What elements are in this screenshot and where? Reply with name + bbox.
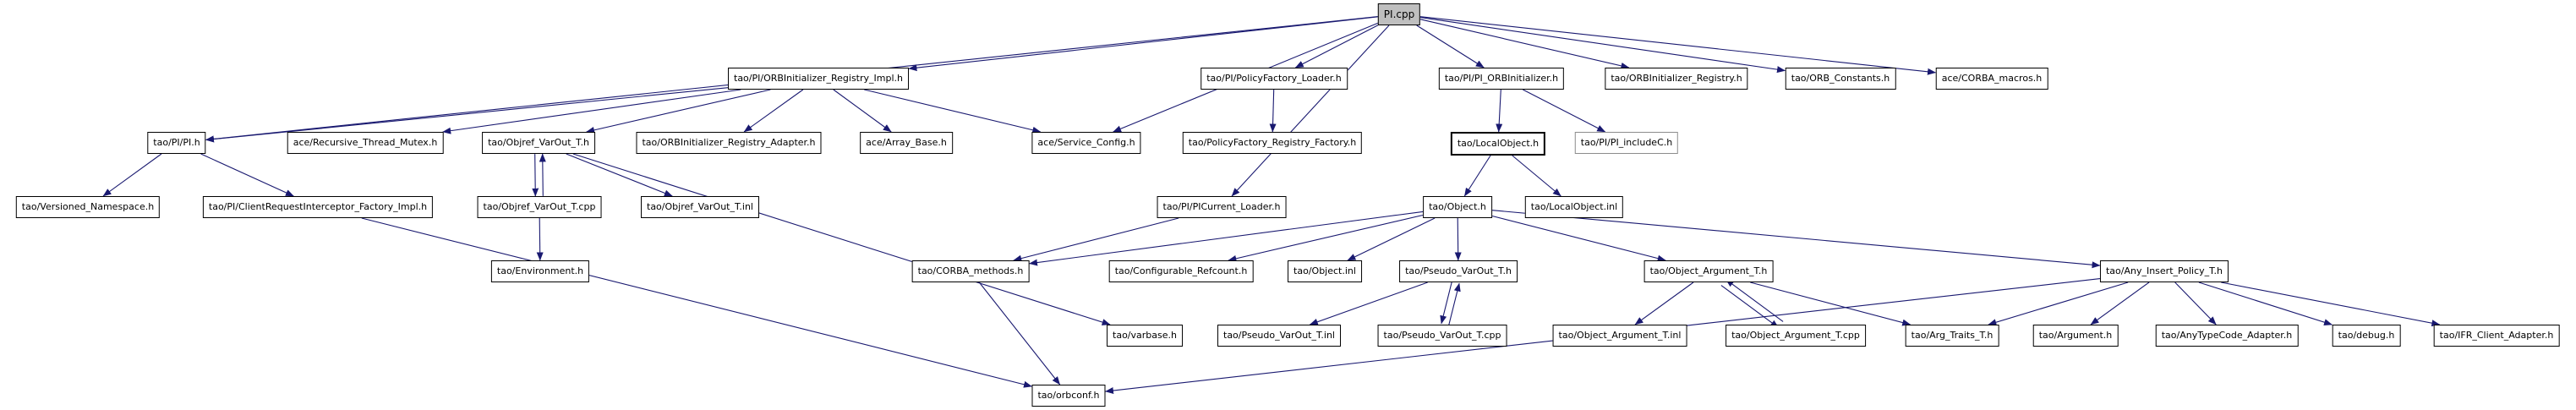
include-edge-object_arg_h-to-object_arg_inl (1634, 282, 1694, 325)
graph-node-orbinit_reg_impl[interactable]: tao/PI/ORBInitializer_Registry_Impl.h (728, 68, 909, 90)
graph-node-pi_orbinitializer[interactable]: tao/PI/PI_ORBInitializer.h (1438, 68, 1565, 90)
graph-node-service_config[interactable]: ace/Service_Config.h (1031, 132, 1141, 154)
graph-node-orb_constants[interactable]: tao/ORB_Constants.h (1785, 68, 1896, 90)
graph-node-object_arg_cpp[interactable]: tao/Object_Argument_T.cpp (1726, 325, 1866, 347)
include-edge-corba_methods-to-orbconf (978, 282, 1061, 385)
graph-node-arg_traits[interactable]: tao/Arg_Traits_T.h (1905, 325, 1999, 347)
include-edge-object_h-to-object_arg_h (1491, 215, 1666, 262)
include-edge-localobject_h-to-object_h (1463, 155, 1491, 197)
graph-node-array_base[interactable]: ace/Array_Base.h (860, 132, 953, 154)
graph-node-object_arg_h[interactable]: tao/Object_Argument_T.h (1643, 260, 1774, 282)
include-edge-any_insert-to-argument (2090, 282, 2150, 325)
graph-node-environment[interactable]: tao/Environment.h (490, 260, 590, 282)
include-edge-orbinit_reg_impl-to-service_config (864, 89, 1042, 134)
graph-node-argument[interactable]: tao/Argument.h (2032, 325, 2119, 347)
include-edge-object_h-to-corba_methods (1029, 210, 1424, 266)
graph-node-pseudo_cpp[interactable]: tao/Pseudo_VarOut_T.cpp (1377, 325, 1507, 347)
include-edge-any_insert-to-arg_traits (1988, 282, 2129, 326)
graph-node-versioned_ns[interactable]: tao/Versioned_Namespace.h (15, 196, 161, 218)
graph-node-objref_h[interactable]: tao/Objref_VarOut_T.h (482, 132, 595, 154)
include-edge-localobject_h-to-localobject_inl (1512, 155, 1561, 197)
include-edge-pi_cpp-to-orb_constants (1419, 17, 1786, 74)
graph-node-pseudo_inl[interactable]: tao/Pseudo_VarOut_T.inl (1217, 325, 1341, 347)
include-edge-any_insert-to-ifr_client_adapter (2221, 282, 2441, 327)
include-edge-object_h-to-object_inl (1347, 217, 1436, 261)
include-edge-objref_h-to-objref_cpp (532, 154, 539, 197)
include-edge-crifi-to-orbconf (361, 217, 1032, 388)
include-edge-orbinit_reg_impl-to-objref_h (586, 89, 771, 134)
include-edge-object_arg_h-to-arg_traits (1750, 282, 1911, 326)
graph-node-pi_h[interactable]: tao/PI/PI.h (147, 132, 206, 154)
include-edge-object_arg_cpp-to-object_arg_h (1725, 278, 1784, 322)
graph-node-pi_includec: tao/PI/PI_includeC.h (1574, 132, 1679, 154)
include-edge-objref_cpp-to-environment (536, 217, 544, 261)
include-edge-pseudo_cpp-to-pseudo_h (1448, 282, 1461, 326)
graph-node-picurrent_loader[interactable]: tao/PI/PICurrent_Loader.h (1157, 196, 1287, 218)
graph-node-any_insert[interactable]: tao/Any_Insert_Policy_T.h (2099, 260, 2229, 282)
graph-node-objref_inl[interactable]: tao/Objref_VarOut_T.inl (641, 196, 759, 218)
graph-node-corba_macros[interactable]: ace/CORBA_macros.h (1935, 68, 2048, 90)
graph-node-conf_refcount[interactable]: tao/Configurable_Refcount.h (1108, 260, 1254, 282)
graph-node-orbconf[interactable]: tao/orbconf.h (1031, 385, 1106, 407)
graph-node-object_inl[interactable]: tao/Object.inl (1288, 260, 1362, 282)
include-edge-pi_cpp-to-picurrent_loader (1231, 25, 1390, 197)
graph-node-pf_reg_factory[interactable]: tao/PolicyFactory_Registry_Factory.h (1182, 132, 1363, 154)
include-edge-pi_orbinitializer-to-pi_includec (1523, 89, 1606, 133)
graph-node-object_arg_inl[interactable]: tao/Object_Argument_T.inl (1552, 325, 1687, 347)
include-edge-pi_cpp-to-orbinit_registry (1419, 19, 1630, 69)
include-edge-pi_h-to-versioned_ns (102, 153, 162, 197)
include-edge-object_h-to-conf_refcount (1228, 214, 1424, 262)
graph-node-object_h[interactable]: tao/Object.h (1423, 196, 1492, 218)
include-edge-orbinit_reg_impl-to-array_base (833, 89, 892, 133)
graph-node-pi_cpp: PI.cpp (1377, 3, 1421, 25)
include-edge-objref_cpp-to-objref_h (539, 153, 546, 196)
graph-node-policyfactory_loader[interactable]: tao/PI/PolicyFactory_Loader.h (1200, 68, 1348, 90)
graph-node-corba_methods[interactable]: tao/CORBA_methods.h (911, 260, 1030, 282)
include-edge-orbinit_reg_impl-to-recursive_mutex (442, 89, 741, 134)
graph-node-localobject_inl[interactable]: tao/LocalObject.inl (1524, 196, 1624, 218)
graph-node-localobject_h[interactable]: tao/LocalObject.h (1450, 132, 1546, 156)
include-edge-pi_cpp-to-policyfactory_loader (1294, 25, 1379, 68)
include-edge-orbinit_reg_impl-to-pi_h (205, 87, 729, 143)
include-edge-pi_cpp-to-orbinit_reg_impl (908, 16, 1379, 72)
include-edge-pi_cpp-to-pi_orbinitializer (1416, 25, 1485, 68)
graph-node-crifi[interactable]: tao/PI/ClientRequestInterceptor_Factory_… (202, 196, 434, 218)
include-edge-orbinit_reg_impl-to-orbinit_reg_adapter (743, 89, 804, 133)
include-edge-pseudo_h-to-pseudo_cpp (1440, 281, 1452, 325)
include-edge-picurrent_loader-to-corba_methods (1013, 217, 1179, 262)
include-edge-any_insert-to-debug (2198, 282, 2333, 326)
graph-node-orbinit_registry[interactable]: tao/ORBInitializer_Registry.h (1605, 68, 1748, 90)
graph-node-varbase[interactable]: tao/varbase.h (1107, 325, 1183, 347)
include-edge-policyfactory_loader-to-pf_reg_factory (1269, 89, 1277, 133)
include-edge-object_arg_h-to-object_arg_cpp (1720, 285, 1780, 329)
graph-node-orbinit_reg_adapter[interactable]: tao/ORBInitializer_Registry_Adapter.h (636, 132, 822, 154)
include-edge-pi_h-to-crifi (200, 153, 294, 197)
include-edge-pi_orbinitializer-to-localobject_h (1496, 89, 1503, 133)
include-edge-objref_h-to-varbase (572, 153, 1111, 325)
include-edge-pi_cpp-to-corba_macros (1419, 16, 1936, 75)
include-edge-object_h-to-any_insert (1491, 210, 2101, 269)
graph-node-anytypecode_adapter[interactable]: tao/AnyTypeCode_Adapter.h (2155, 325, 2299, 347)
include-edge-objref_h-to-objref_inl (566, 153, 673, 197)
graph-node-objref_cpp[interactable]: tao/Objref_VarOut_T.cpp (477, 196, 602, 218)
graph-node-pseudo_h[interactable]: tao/Pseudo_VarOut_T.h (1399, 260, 1518, 282)
include-edge-any_insert-to-anytypecode_adapter (2174, 282, 2217, 325)
graph-node-recursive_mutex[interactable]: ace/Recursive_Thread_Mutex.h (287, 132, 444, 154)
graph-node-debug[interactable]: tao/debug.h (2332, 325, 2401, 347)
include-edge-pseudo_h-to-pseudo_inl (1309, 282, 1428, 325)
graph-node-ifr_client_adapter[interactable]: tao/IFR_Client_Adapter.h (2433, 325, 2560, 347)
